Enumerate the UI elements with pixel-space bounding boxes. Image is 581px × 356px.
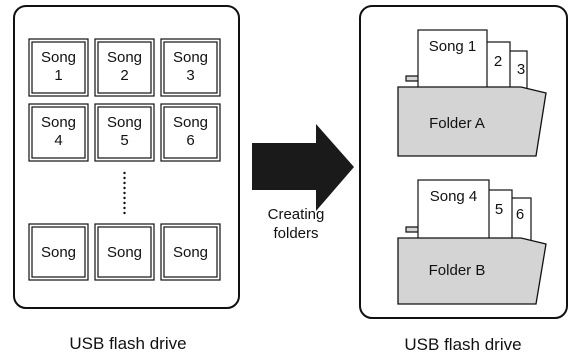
song-card-title: Song	[107, 49, 142, 66]
song-card-5: Song 5	[94, 103, 155, 162]
folder-front	[397, 86, 547, 157]
left-usb-drive: Song 1 Song 2 Song 3 Song 4 Song 5	[13, 5, 240, 353]
folder-b: 6 5 Song 4 Folder B	[397, 179, 547, 305]
folder-front	[397, 237, 547, 305]
right-arrow-icon	[252, 124, 354, 211]
folder-label: Folder A	[429, 115, 485, 132]
song-card-number: 3	[186, 67, 194, 84]
song-card-2: Song 2	[94, 38, 155, 97]
arrow-caption-line2: folders	[273, 225, 318, 242]
song-card-3: Song 3	[160, 38, 221, 97]
song-card-number: 1	[54, 67, 62, 84]
transform-arrow: Creating folders	[252, 124, 354, 242]
song-card-number: 2	[120, 67, 128, 84]
song-card-number: 5	[120, 132, 128, 149]
song-card-title: Song	[173, 114, 208, 131]
song-sheet-number: 5	[495, 201, 503, 218]
song-sheet-title: Song 4	[430, 188, 478, 205]
song-card-number: 4	[54, 132, 62, 149]
song-card-title: Song	[41, 244, 76, 261]
song-card-title: Song	[107, 244, 142, 261]
song-sheet-number: 3	[517, 61, 525, 78]
folder-label: Folder B	[429, 262, 486, 279]
song-card-bottom-2: Song	[94, 223, 155, 281]
left-drive-label: USB flash drive	[69, 334, 186, 353]
right-usb-drive: 3 2 Song 1 Folder A 6 5 Song 4 Folder B …	[359, 5, 568, 354]
song-card-title: Song	[41, 49, 76, 66]
song-card-title: Song	[173, 49, 208, 66]
song-card-6: Song 6	[160, 103, 221, 162]
right-drive-label: USB flash drive	[404, 335, 521, 354]
song-card-1: Song 1	[28, 38, 89, 97]
song-card-bottom-1: Song	[28, 223, 89, 281]
song-card-title: Song	[173, 244, 208, 261]
arrow-caption-line1: Creating	[268, 206, 325, 223]
song-card-number: 6	[186, 132, 194, 149]
song-card-4: Song 4	[28, 103, 89, 162]
song-sheet-number: 2	[494, 53, 502, 70]
song-card-title: Song	[41, 114, 76, 131]
song-card-title: Song	[107, 114, 142, 131]
song-card-bottom-3: Song	[160, 223, 221, 281]
ellipsis-dots	[123, 171, 126, 215]
song-sheet-title: Song 1	[429, 38, 477, 55]
folder-a: 3 2 Song 1 Folder A	[397, 29, 547, 157]
song-sheet-number: 6	[516, 206, 524, 223]
